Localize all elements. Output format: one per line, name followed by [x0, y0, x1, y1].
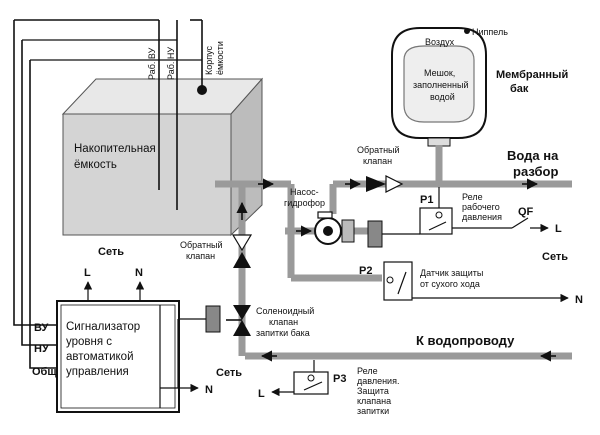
qf-label: QF: [518, 206, 534, 218]
bag-label-line1: Мешок,: [424, 68, 455, 78]
check-valve-left: [231, 234, 253, 268]
qf-breaker: [511, 217, 529, 229]
bag-label-line3: водой: [430, 92, 455, 102]
controller-line1: Сигнализатор: [66, 321, 140, 333]
right-network-l: L: [555, 223, 562, 235]
solenoid-valve: [226, 305, 251, 336]
bottom-network-title: Сеть: [216, 367, 242, 379]
p3-label: Р3: [333, 373, 346, 385]
membrane-tank-label-line2: бак: [510, 83, 529, 95]
pump-label-line2: гидрофор: [284, 198, 325, 208]
relay-p3: [293, 360, 329, 395]
to-main-label: К водопроводу: [416, 333, 515, 348]
solenoid-terminal: [205, 305, 221, 333]
pump: [314, 211, 355, 245]
membrane-tank-label-line1: Мембранный: [496, 69, 568, 81]
tank-label-line1: Накопительная: [74, 143, 156, 155]
wire-vu: [13, 20, 57, 326]
relay-p2: [383, 261, 413, 301]
p1-desc-line2: рабочего: [462, 202, 500, 212]
solenoid-label-line3: запитки бака: [256, 328, 310, 338]
housing-label-line2: ёмкости: [215, 41, 225, 75]
relay-p1: [419, 187, 453, 235]
nipple-icon: [464, 28, 470, 34]
terminal-nu-label: НУ: [34, 343, 49, 355]
bag-label-line2: заполненный: [413, 80, 468, 90]
top-network-n: N: [135, 267, 143, 279]
water-out-label-line2: разбор: [513, 164, 558, 179]
check-valve-left-label-line2: клапан: [186, 251, 215, 261]
terminal-vu-label: ВУ: [34, 322, 49, 334]
p3-desc-line4: клапана: [357, 396, 391, 406]
storage-tank: Накопительная ёмкость: [61, 77, 264, 237]
p1-label: Р1: [420, 194, 433, 206]
p2-label: Р2: [359, 265, 372, 277]
p3-desc-line5: запитки: [357, 406, 389, 416]
controller-line2: уровня с: [66, 336, 112, 348]
right-network-n: N: [575, 294, 583, 306]
p3-desc-line3: Защита: [357, 386, 389, 396]
water-out-label-line1: Вода на: [507, 148, 559, 163]
solenoid-label-line2: клапан: [269, 317, 298, 327]
check-valve-top: [366, 175, 404, 193]
pump-motor-terminal: [367, 220, 383, 248]
flow-arrows: [236, 178, 556, 362]
solenoid-label-line1: Соленоидный: [256, 306, 314, 316]
tank-label-line2: ёмкость: [74, 159, 117, 171]
probe-upper-label: Раб. ВУ: [147, 47, 157, 80]
membrane-tank: Ниппель Воздух Мешок, заполненный водой: [391, 27, 508, 147]
p3-desc-line1: Реле: [357, 366, 378, 376]
wire-common: [29, 60, 57, 369]
top-network-l: L: [84, 267, 91, 279]
bottom-network-n: N: [205, 384, 213, 396]
housing-label-line1: Корпус: [204, 45, 214, 75]
p3-desc-line2: давления.: [357, 376, 399, 386]
p2-desc-line1: Датчик защиты: [420, 268, 483, 278]
terminal-common-label: Общ: [32, 366, 57, 378]
controller-line3: автоматикой: [66, 351, 134, 363]
p1-desc-line3: давления: [462, 212, 502, 222]
pump-label-line1: Насос-: [290, 187, 319, 197]
controller-line4: управления: [66, 366, 129, 378]
nipple-label: Ниппель: [472, 27, 508, 37]
check-valve-left-label-line1: Обратный: [180, 240, 223, 250]
level-controller: [56, 300, 180, 413]
bottom-network-l: L: [258, 388, 265, 400]
p2-desc-line2: от сухого хода: [420, 279, 480, 289]
p1-desc-line1: Реле: [462, 192, 483, 202]
top-network-title: Сеть: [98, 246, 124, 258]
right-network-title: Сеть: [542, 251, 568, 263]
air-label: Воздух: [425, 37, 455, 47]
check-valve-top-label-line1: Обратный: [357, 145, 400, 155]
check-valve-top-label-line2: клапан: [363, 156, 392, 166]
wire-nu: [21, 40, 57, 346]
probe-lower-label: Раб. НУ: [166, 47, 176, 80]
